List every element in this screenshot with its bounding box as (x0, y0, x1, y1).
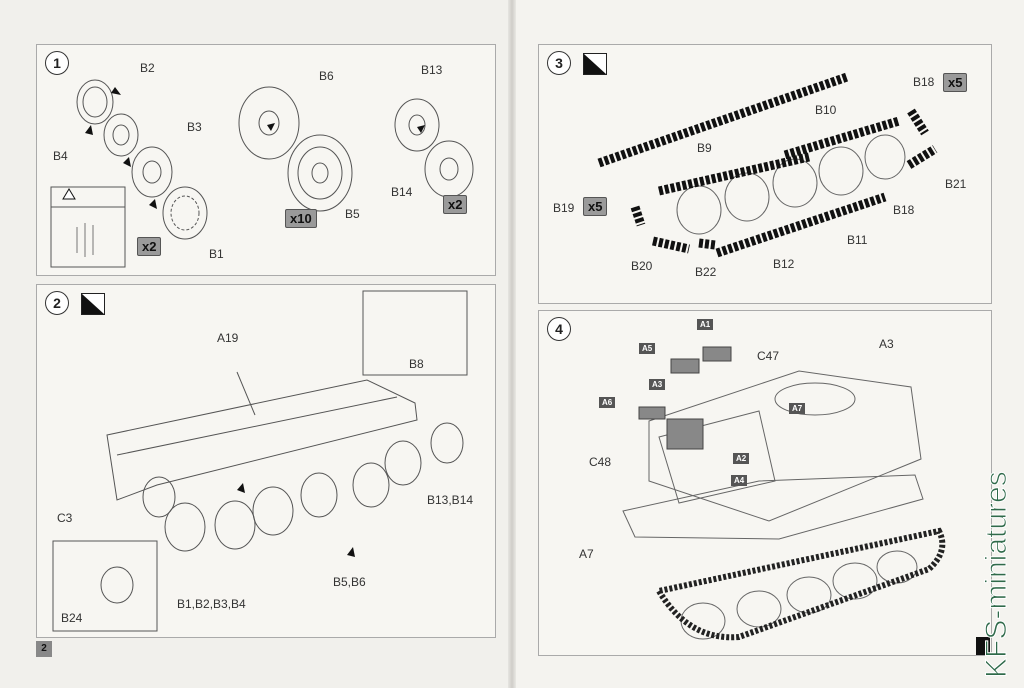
page-corner-mark (976, 637, 990, 655)
label-b2: B2 (140, 61, 155, 75)
label-b14: B14 (391, 185, 413, 199)
label-b12: B12 (773, 257, 795, 271)
step-1-number: 1 (45, 51, 69, 75)
step-3-number: 3 (547, 51, 571, 75)
step-2-panel: 2 A19 B8 C3 B13,B14 B5,B6 B1,B2,B3,B4 (36, 284, 496, 638)
label-b8: B8 (409, 357, 424, 371)
label-b13: B13 (421, 63, 443, 77)
label-b10: B10 (815, 103, 837, 117)
step-3-cement-badge (583, 53, 607, 75)
page-fold (508, 0, 516, 688)
qty-road-wheels: x10 (285, 209, 317, 228)
tag-a2: A2 (733, 453, 750, 464)
label-b6: B6 (319, 69, 334, 83)
step-2-cement-badge (81, 293, 105, 315)
qty-sprocket: x2 (137, 237, 162, 256)
page-number: 2 (36, 641, 52, 657)
label-b1: B1 (209, 247, 224, 261)
label-c3: C3 (57, 511, 73, 525)
label-b24: B24 (61, 611, 83, 625)
label-b9: B9 (697, 141, 712, 155)
tag-a7: A7 (789, 403, 806, 414)
label-b11: B11 (847, 233, 868, 247)
label-b5-b6: B5,B6 (333, 575, 366, 589)
label-a3: A3 (879, 337, 894, 351)
step-4-number: 4 (547, 317, 571, 341)
step-3-panel: 3 B18 x5 B10 B9 B21 B19 x5 B18 B11 B20 B… (538, 44, 992, 304)
tag-a4: A4 (731, 475, 748, 486)
tag-a5: A5 (639, 343, 656, 354)
label-b21: B21 (945, 177, 967, 191)
step-4-panel: 4 A1 A5 A3 A6 A7 A2 A4 C47 A3 C48 A7 (538, 310, 992, 656)
label-a7: A7 (579, 547, 594, 561)
label-b3: B3 (187, 120, 202, 134)
label-c48: C48 (589, 455, 612, 469)
watermark-text: KFS-miniatures (980, 471, 1013, 678)
label-b1-b4: B1,B2,B3,B4 (177, 597, 246, 611)
label-b18: B18 (893, 203, 915, 217)
step-2-drawing (52, 290, 468, 632)
label-a19: A19 (217, 331, 239, 345)
tag-a1: A1 (697, 319, 714, 330)
watermark: KFS-miniatures (980, 471, 1014, 679)
label-b20: B20 (631, 259, 653, 273)
label-c47: C47 (757, 349, 780, 363)
label-b5: B5 (345, 207, 360, 221)
qty-idler: x2 (443, 195, 468, 214)
qty-b18: x5 (943, 73, 968, 92)
qty-b19: x5 (583, 197, 608, 216)
tag-a6: A6 (599, 397, 616, 408)
step-4-drawing (622, 346, 946, 641)
label-b19: B19 (553, 201, 575, 215)
tag-a3: A3 (649, 379, 666, 390)
label-b13-b14: B13,B14 (427, 493, 474, 507)
label-b18-top: B18 (913, 75, 935, 89)
step-2-number: 2 (45, 291, 69, 315)
step-1-panel: 1 (36, 44, 496, 276)
label-b4: B4 (53, 149, 68, 163)
step-3-drawing (597, 72, 938, 258)
step-1-drawing (50, 79, 474, 268)
label-b22: B22 (695, 265, 717, 279)
